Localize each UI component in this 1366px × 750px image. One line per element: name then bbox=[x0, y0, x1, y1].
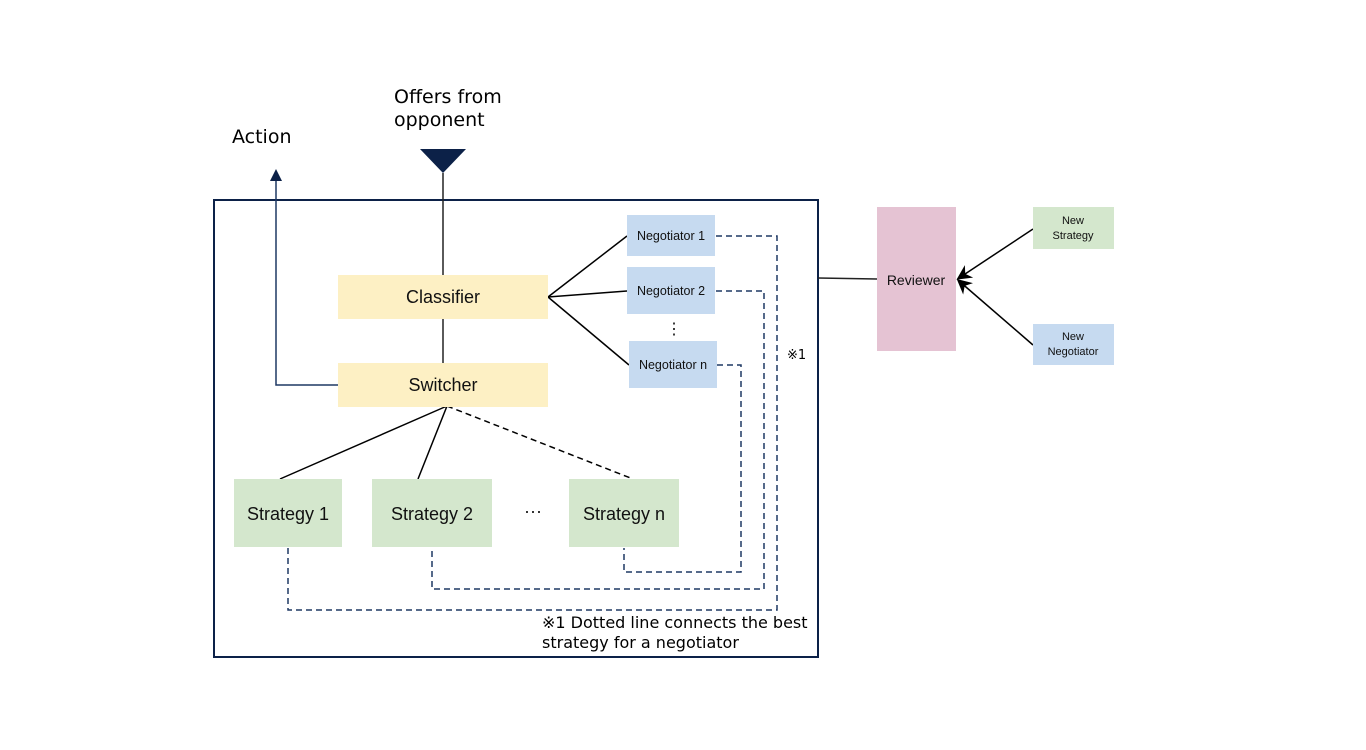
reviewer-label: Reviewer bbox=[887, 272, 946, 288]
new-negotiator-arrow bbox=[956, 279, 1034, 346]
negotiator-2-label: Negotiator 2 bbox=[637, 284, 705, 298]
classifier-label: Classifier bbox=[406, 287, 480, 307]
switcher-box: Switcher bbox=[338, 363, 548, 407]
reviewer-box: Reviewer bbox=[877, 207, 956, 351]
negotiator-1-box: Negotiator 1 bbox=[627, 215, 715, 256]
strategy-1-label: Strategy 1 bbox=[247, 504, 329, 524]
classifier-to-negotiator-1-line bbox=[547, 235, 628, 298]
footnote-line2: strategy for a negotiator bbox=[542, 633, 739, 652]
best-strategy-link-negotiator-n bbox=[623, 364, 742, 573]
classifier-box: Classifier bbox=[338, 275, 548, 319]
offers-label-line1: Offers from bbox=[394, 86, 502, 108]
input-triangle-icon bbox=[420, 149, 466, 173]
new-negotiator-label-line1: New bbox=[1062, 331, 1084, 343]
best-strategy-link-negotiator-1 bbox=[287, 235, 778, 611]
action-arrow bbox=[270, 169, 338, 386]
new-strategy-box: New Strategy bbox=[1033, 207, 1114, 249]
agent-container bbox=[213, 199, 819, 658]
best-strategy-link-negotiator-2 bbox=[431, 290, 765, 590]
strategy-ellipsis: ··· bbox=[524, 501, 542, 521]
classifier-to-negotiator-n-line bbox=[547, 296, 630, 366]
switcher-to-strategy-n-line bbox=[446, 405, 634, 480]
switcher-label: Switcher bbox=[408, 375, 477, 395]
note-marker: ※1 bbox=[787, 348, 806, 363]
strategy-2-box: Strategy 2 bbox=[372, 479, 492, 547]
strategy-n-label: Strategy n bbox=[583, 504, 665, 524]
negotiator-ellipsis: ⋮ bbox=[666, 321, 682, 338]
negotiator-n-label: Negotiator n bbox=[639, 358, 707, 372]
offers-label-line2: opponent bbox=[394, 109, 485, 131]
strategy-n-box: Strategy n bbox=[569, 479, 679, 547]
strategy-2-label: Strategy 2 bbox=[391, 504, 473, 524]
new-strategy-arrow bbox=[956, 228, 1034, 280]
action-label: Action bbox=[232, 126, 292, 148]
switcher-to-strategy-2-line bbox=[417, 405, 448, 480]
new-strategy-label-line1: New bbox=[1062, 215, 1084, 227]
new-negotiator-label-line2: Negotiator bbox=[1048, 346, 1099, 358]
new-negotiator-box: New Negotiator bbox=[1033, 324, 1114, 365]
strategy-1-box: Strategy 1 bbox=[234, 479, 342, 547]
negotiator-n-box: Negotiator n bbox=[629, 341, 717, 388]
new-strategy-label-line2: Strategy bbox=[1053, 230, 1094, 242]
container-to-reviewer-line bbox=[817, 277, 878, 280]
classifier-to-negotiator-2-line bbox=[547, 290, 628, 298]
switcher-to-strategy-1-line bbox=[279, 405, 448, 480]
negotiator-2-box: Negotiator 2 bbox=[627, 267, 715, 314]
footnote-line1: ※1 Dotted line connects the best bbox=[542, 613, 808, 632]
negotiator-1-label: Negotiator 1 bbox=[637, 229, 705, 243]
